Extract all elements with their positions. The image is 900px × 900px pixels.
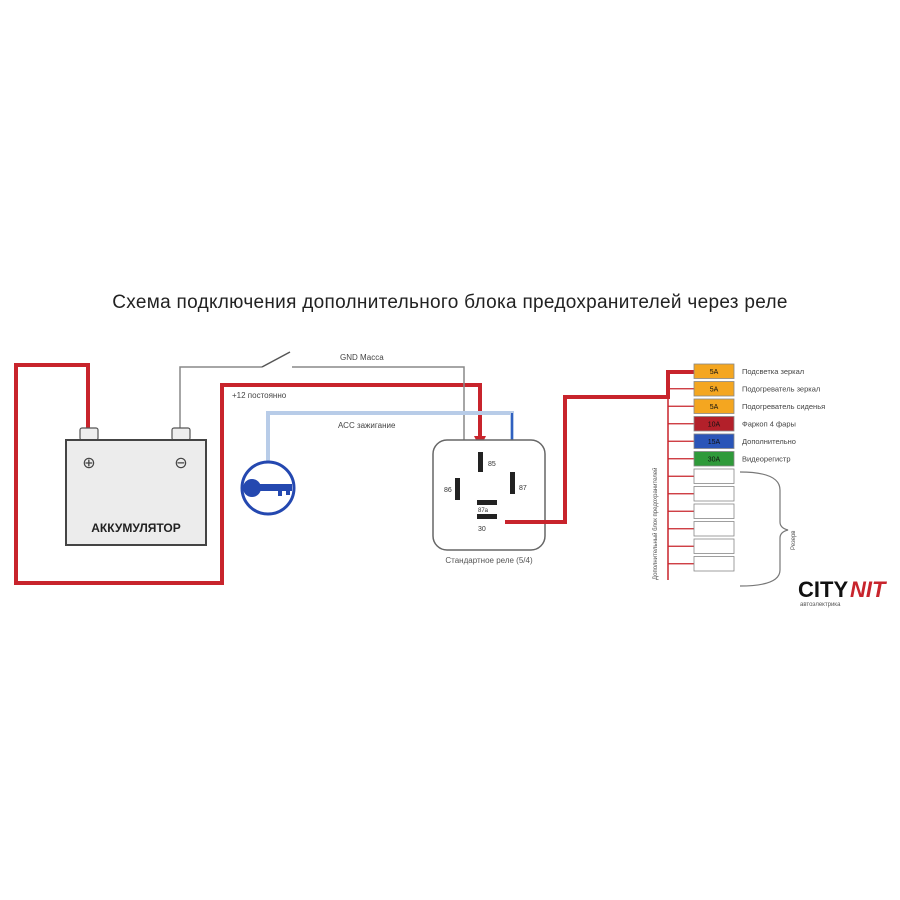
- reserve-brace-label: Резерв: [791, 531, 797, 551]
- battery-label: АККУМУЛЯТОР: [91, 521, 181, 535]
- fuse-body: [693, 381, 735, 397]
- fuse-label: Подогреватель зеркал: [742, 385, 820, 394]
- battery: ⊕ ⊖ АККУМУЛЯТОР: [65, 427, 207, 546]
- relay-pin-label: 87: [519, 485, 527, 492]
- fuse-label: Фаркоп 4 фары: [742, 420, 796, 429]
- fuse-rating: 5A: [710, 369, 719, 376]
- fuse-label: Видеорегистр: [742, 455, 791, 464]
- brand-logo: CITY NIT автоэлектрика: [797, 572, 900, 608]
- acc-wire-label: АСС зажигание: [338, 421, 396, 430]
- fuse-body: [693, 363, 735, 379]
- fuse-slot: [693, 486, 735, 502]
- logo-text-accent: NIT: [850, 577, 887, 602]
- fuse-body: [693, 433, 735, 449]
- key-icon: [240, 460, 296, 516]
- fuse-block: 5A Подсветка зеркал 5A Подогреватель зеркал…: [693, 363, 825, 572]
- logo-subtitle: автоэлектрика: [800, 602, 841, 608]
- fuse-slot: [693, 503, 735, 519]
- relay-pin-label: 86: [444, 487, 452, 494]
- plus12-wire-label: +12 постоянно: [232, 391, 287, 400]
- fuse-slot: 30A Видеорегистр: [693, 451, 791, 467]
- fuse-body: [693, 468, 735, 484]
- relay-caption: Стандартное реле (5/4): [445, 556, 533, 565]
- fuse-slot: [693, 468, 735, 484]
- relay: 85 86 87 30 87a Стандартное реле (5/4): [432, 439, 546, 565]
- fuse-slot: 5A Подсветка зеркал: [693, 363, 804, 379]
- fuse-slot: 10A Фаркоп 4 фары: [693, 416, 796, 432]
- fuse-rating: 15A: [708, 439, 721, 446]
- wire-ground-relay: [292, 366, 465, 440]
- ground-wire-label: GND Масса: [340, 353, 384, 362]
- fuse-label: Дополнительно: [742, 437, 796, 446]
- relay-pin-label: 30: [478, 526, 486, 533]
- fuse-rating: 5A: [710, 404, 719, 411]
- wire-ground: [179, 366, 262, 432]
- switch-icon: [261, 351, 291, 368]
- fuse-rating: 5A: [710, 387, 719, 394]
- fuse-body: [693, 486, 735, 502]
- fuse-block-vertical-label: Дополнительный блок предохранителей: [652, 468, 659, 580]
- relay-pin-label: 85: [488, 461, 496, 468]
- battery-plus-symbol: ⊕: [82, 453, 95, 472]
- diagram-title: Схема подключения дополнительного блока …: [112, 292, 788, 313]
- logo-text-dark: CITY: [798, 577, 848, 602]
- fuse-slot: 5A Подогреватель сиденья: [693, 398, 825, 414]
- fuse-slot: 15A Дополнительно: [693, 433, 796, 449]
- fuse-body: [693, 416, 735, 432]
- fuse-slot: [693, 538, 735, 554]
- fuse-body: [693, 556, 735, 572]
- fuse-body: [693, 398, 735, 414]
- fuse-slot: [693, 556, 735, 572]
- fuse-body: [693, 521, 735, 537]
- fuse-body: [693, 538, 735, 554]
- wire-relay-to-fuses: [505, 370, 695, 524]
- fuse-rating: 10A: [708, 422, 721, 429]
- fuse-label: Подогреватель сиденья: [742, 402, 825, 411]
- fuse-slot: [693, 521, 735, 537]
- reserve-brace: [739, 471, 789, 587]
- wire-battery-plus-loop: [14, 363, 482, 585]
- fuse-slot: 5A Подогреватель зеркал: [693, 381, 820, 397]
- relay-pin-label: 87a: [478, 508, 489, 514]
- fuse-feed-lines: [668, 370, 694, 565]
- fuse-body: [693, 451, 735, 467]
- fuse-label: Подсветка зеркал: [742, 367, 804, 376]
- battery-minus-symbol: ⊖: [174, 453, 187, 472]
- fuse-body: [693, 503, 735, 519]
- fuse-rating: 30A: [708, 457, 721, 464]
